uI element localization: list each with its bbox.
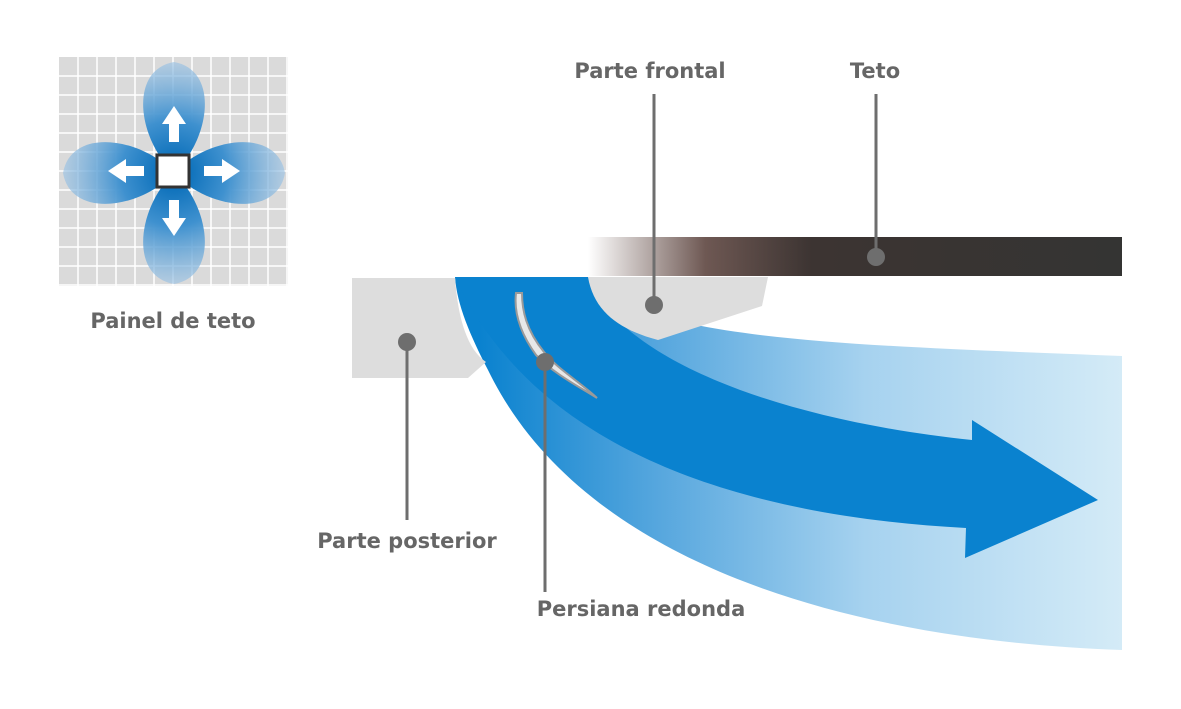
arrow-right-icon — [204, 159, 240, 183]
label-ceiling: Teto — [850, 59, 900, 83]
front-part — [588, 277, 768, 340]
dot-round-louver — [536, 353, 554, 371]
ceiling-panel-icon — [59, 57, 288, 286]
rear-part — [352, 278, 486, 378]
dot-rear-part — [398, 333, 416, 351]
dot-front-part — [645, 296, 663, 314]
arrow-down-icon — [162, 200, 186, 236]
ceiling-bar — [588, 237, 1122, 276]
dot-ceiling — [867, 248, 885, 266]
leader-lines — [405, 94, 878, 592]
label-front-part: Parte frontal — [574, 59, 725, 83]
arrow-up-icon — [162, 106, 186, 142]
label-rear-part: Parte posterior — [317, 529, 497, 553]
arrow-left-icon — [108, 159, 144, 183]
leader-dots — [398, 248, 885, 371]
airflow-arrow — [455, 277, 1098, 558]
panel-unit-square — [155, 153, 191, 189]
label-round-louver: Persiana redonda — [537, 597, 746, 621]
round-louver — [514, 292, 598, 399]
panel-title: Painel de teto — [90, 309, 255, 333]
